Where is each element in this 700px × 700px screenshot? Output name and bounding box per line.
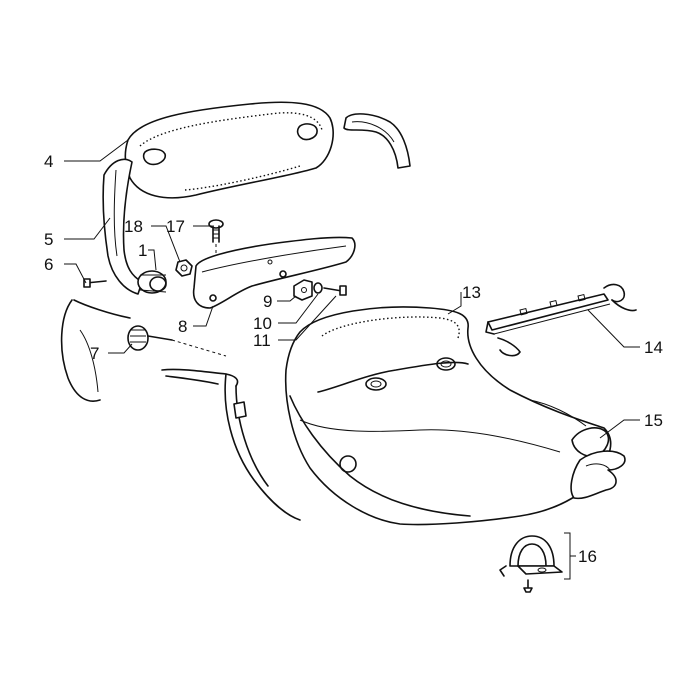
- mounting-bracket: [192, 236, 356, 309]
- hinge-rail: [485, 283, 637, 357]
- screw-6: [83, 278, 107, 288]
- knob-7: [127, 325, 227, 357]
- callout-5: 5: [44, 230, 53, 249]
- callout-9: 9: [263, 292, 272, 311]
- callout-10: 10: [253, 314, 272, 333]
- backrest-pad: [124, 101, 334, 199]
- callout-7: 7: [90, 344, 99, 363]
- callout-1: 1: [138, 241, 147, 260]
- latch-bracket: [499, 535, 563, 593]
- callout-13: 13: [462, 283, 481, 302]
- nut-18: [175, 259, 193, 277]
- callout-16: 16: [578, 547, 597, 566]
- callout-11: 11: [253, 331, 271, 350]
- bolt-17: [208, 219, 224, 262]
- callout-4: 4: [44, 152, 53, 171]
- callout-17: 17: [166, 217, 185, 236]
- plate-9: [293, 279, 313, 301]
- seat: [284, 306, 612, 526]
- seat-hinge: [570, 427, 626, 500]
- grab-handle: [343, 113, 411, 169]
- callout-18: 18: [124, 217, 143, 236]
- callout-labels: 4 5 6 1 18 17 8 7 9 10 11 13 14 15 16: [44, 152, 663, 566]
- callout-8: 8: [178, 317, 187, 336]
- washer-10: [313, 282, 323, 294]
- bolt-11: [323, 285, 347, 296]
- callout-15: 15: [644, 411, 663, 430]
- rear-fairing: [60, 299, 301, 521]
- support-knob: [137, 270, 167, 294]
- callout-14: 14: [644, 338, 663, 357]
- backrest-support-bar: [102, 158, 143, 295]
- leader-lines: [64, 139, 640, 580]
- callout-6: 6: [44, 255, 53, 274]
